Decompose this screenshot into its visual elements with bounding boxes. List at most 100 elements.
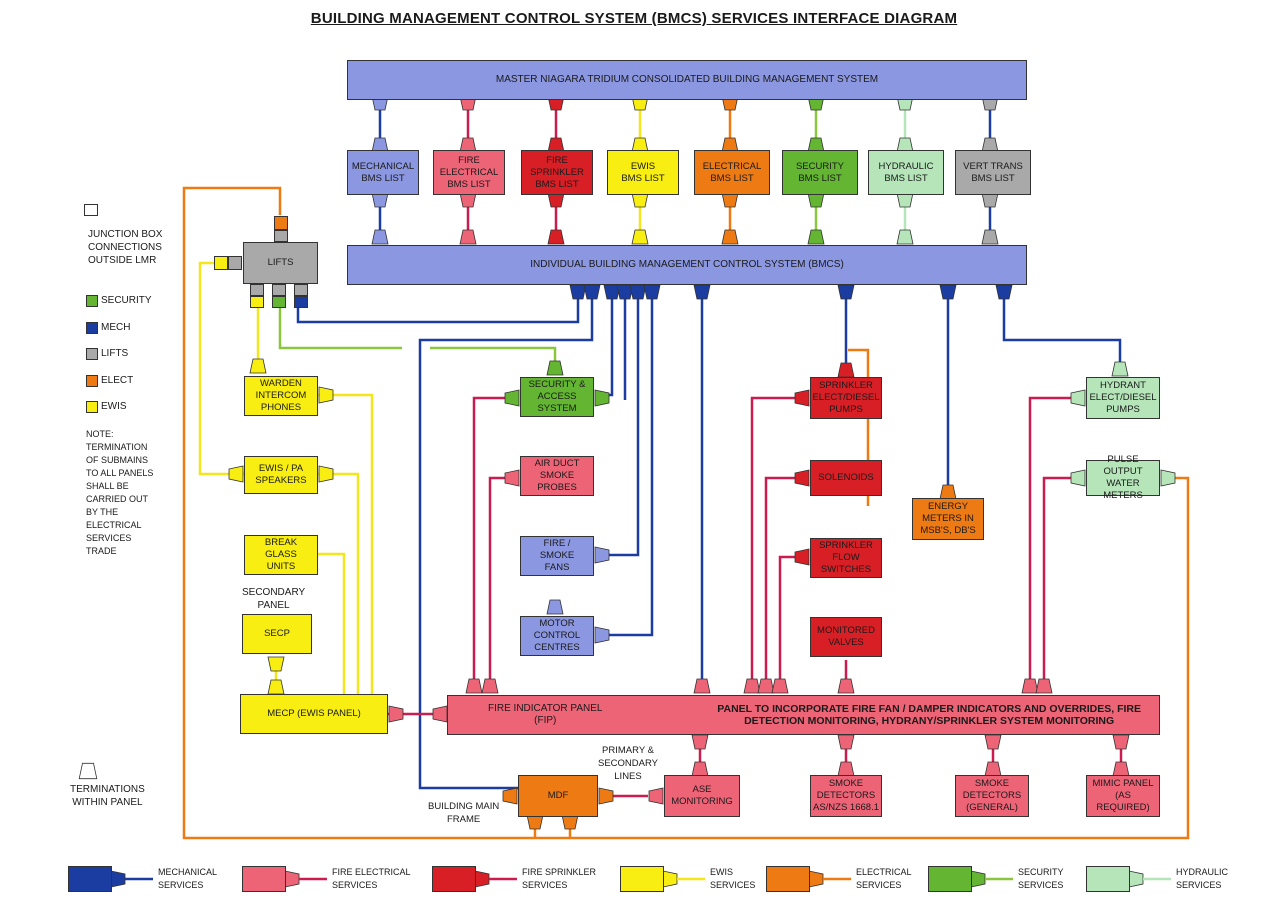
legend-swatch <box>86 401 98 413</box>
bmcs-bar: INDIVIDUAL BUILDING MANAGEMENT CONTROL S… <box>347 245 1027 285</box>
bmcs-out-connector <box>629 284 647 300</box>
lifts-elect-junction <box>274 216 288 230</box>
legend-swatch <box>86 348 98 360</box>
bms-list-box: FIRE SPRINKLER BMS LIST <box>521 150 593 195</box>
list-bottom-connector <box>459 192 477 208</box>
mcc-top-connector <box>546 599 564 615</box>
bottom-legend-box <box>766 866 810 892</box>
list-bottom-connector <box>981 192 999 208</box>
solenoids-box: SOLENOIDS <box>810 460 882 496</box>
bottom-legend-box <box>242 866 286 892</box>
fip-top-connector <box>465 678 483 694</box>
bottom-legend-box <box>928 866 972 892</box>
bmcs-out-connector <box>643 284 661 300</box>
lifts-ewis-bottom-junction <box>250 296 264 308</box>
junction-box-label: JUNCTION BOX CONNECTIONS OUTSIDE LMR <box>88 229 163 266</box>
fip-bar: FIRE INDICATOR PANEL (FIP) PANEL TO INCOR… <box>447 695 1160 735</box>
bmcs-out-connector <box>603 284 621 300</box>
lifts-ewis-line <box>198 261 244 476</box>
hydrant-mech-line <box>1002 290 1122 362</box>
bms-list-box: HYDRAULIC BMS LIST <box>868 150 944 195</box>
fip-bottom-connector <box>691 734 709 750</box>
bmcs-out-connector <box>569 284 587 300</box>
lifts-box: LIFTS <box>243 242 318 284</box>
mdf-left-connector <box>502 787 518 805</box>
bottom-legend-connector <box>1128 870 1144 888</box>
smoke-detectors-general-box: SMOKE DETECTORS (GENERAL) <box>955 775 1029 817</box>
bottom-legend-connector <box>808 870 824 888</box>
list-bottom-connector <box>631 192 649 208</box>
mdf-bottom-connector <box>561 814 579 830</box>
pulse-right-connector <box>1160 469 1176 487</box>
list-bar-connector <box>631 229 649 245</box>
pulse-meters-box: PULSE OUTPUT WATER METERS <box>1086 454 1160 501</box>
ase-monitoring-box: ASE MONITORING <box>664 775 740 817</box>
legend-item-label: SECURITY <box>101 295 152 306</box>
terminations-label: TERMINATIONS WITHIN PANEL <box>70 784 145 808</box>
duct-connector <box>504 469 520 487</box>
pumps-fip-line <box>750 396 796 688</box>
warden-connector <box>249 358 267 374</box>
motor-control-box: MOTOR CONTROL CENTRES <box>520 616 594 656</box>
fip-top-connector <box>693 678 711 694</box>
list-bar-connector <box>807 229 825 245</box>
diagram-title: BUILDING MANAGEMENT CONTROL SYSTEM (BMCS… <box>310 10 958 27</box>
note-text: NOTE: TERMINATION OF SUBMAINS TO ALL PAN… <box>86 429 154 556</box>
bottom-legend-label: EWIS SERVICES <box>710 867 756 890</box>
security-mech-line <box>596 290 614 397</box>
flow-connector <box>794 548 810 566</box>
bottom-legend-label: MECHANICAL SERVICES <box>158 867 218 890</box>
fans-mech-line <box>596 290 640 557</box>
list-bottom-connector <box>547 192 565 208</box>
legend-swatch <box>86 374 98 387</box>
security-fip-line <box>472 396 508 688</box>
energy-elect-line <box>848 348 870 506</box>
list-bottom-connector <box>896 192 914 208</box>
fans-connector <box>594 546 610 564</box>
secp-box: SECP <box>242 614 312 654</box>
legend-item-label: EWIS <box>101 401 127 412</box>
flow-fip-line <box>778 555 796 688</box>
bottom-legend-label: HYDRAULIC SERVICES <box>1176 867 1229 890</box>
bmcs-out-connector <box>616 284 634 300</box>
fip-bottom-connector <box>1112 734 1130 750</box>
fip-top-connector <box>1035 678 1053 694</box>
elect-loop-line <box>182 186 1190 840</box>
bottom-legend-connector <box>474 870 490 888</box>
bmcs-out-connector <box>693 284 711 300</box>
legend-item-label: LIFTS <box>101 348 129 359</box>
sprinkler-pumps-box: SPRINKLER ELECT/DIESEL PUMPS <box>810 377 882 419</box>
fip-label: FIRE INDICATOR PANEL (FIP) <box>488 703 603 726</box>
list-bar-connector <box>896 229 914 245</box>
fip-bottom-connector <box>984 734 1002 750</box>
bottom-legend-connector <box>284 870 300 888</box>
pumps-connector <box>794 389 810 407</box>
legend-item-label: ELECT <box>101 374 134 386</box>
bmcs-out-connector <box>837 284 855 300</box>
bms-list-box: SECURITY BMS LIST <box>782 150 858 195</box>
bmcs-out-connector <box>939 284 957 300</box>
lifts-security-junction <box>272 296 286 308</box>
ewis-pa-left-connector <box>228 465 244 483</box>
fip-top-connector <box>481 678 499 694</box>
bottom-legend-connector <box>662 870 678 888</box>
security-access-box: SECURITY & ACCESS SYSTEM <box>520 377 594 417</box>
mimic-panel-box: MIMIC PANEL (AS REQUIRED) <box>1086 775 1160 817</box>
lifts-ewis-junction <box>214 256 228 270</box>
bms-list-box: FIRE ELECTRICAL BMS LIST <box>433 150 505 195</box>
pulse-left-connector <box>1070 469 1086 487</box>
bottom-legend-box <box>432 866 476 892</box>
ewis-pa-right-connector <box>318 465 334 483</box>
security-top-connector <box>546 360 564 376</box>
hydrant-left-connector <box>1070 389 1086 407</box>
fip-top-connector <box>837 678 855 694</box>
bottom-legend-connector <box>970 870 986 888</box>
break-glass-line <box>318 552 346 700</box>
junction-box-legend-icon <box>84 204 98 216</box>
fip-description: PANEL TO INCORPORATE FIRE FAN / DAMPER I… <box>717 703 1141 727</box>
break-glass-box: BREAK GLASS UNITS <box>244 535 318 575</box>
pulse-fip-line <box>1042 476 1072 688</box>
secondary-panel-label: SECONDARY PANEL <box>242 587 306 611</box>
bmcs-out-connector <box>995 284 1013 300</box>
energy-connector <box>939 484 957 500</box>
